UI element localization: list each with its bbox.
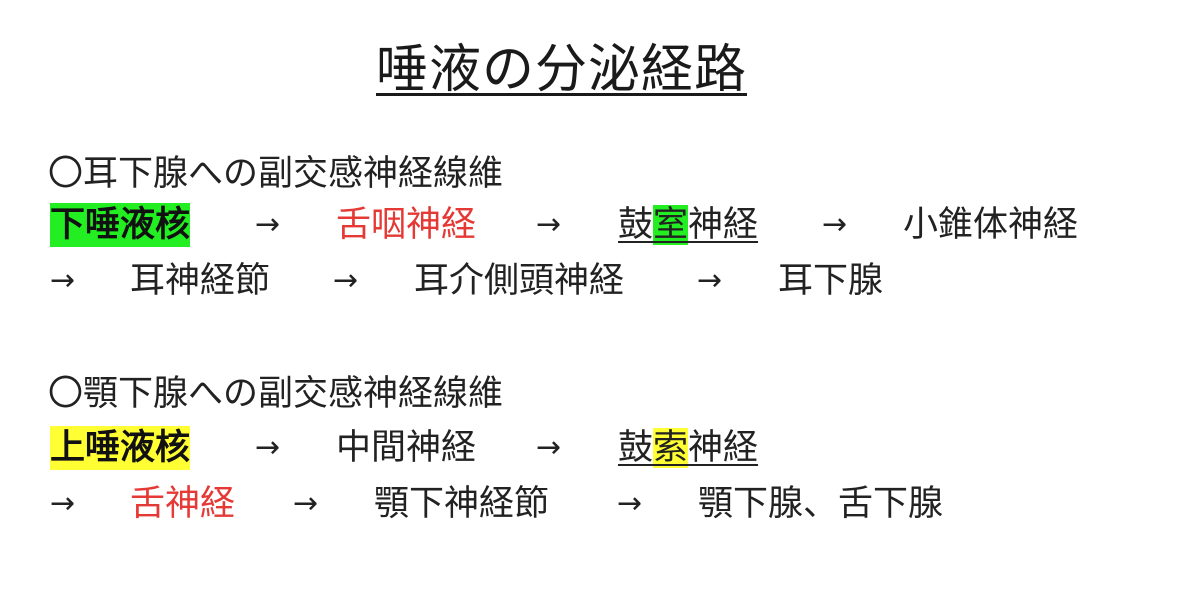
term-part: 鼓 bbox=[618, 428, 654, 468]
pathway-node-lesser-petrosal-nerve: 小錐体神経 bbox=[903, 205, 1079, 245]
arrow-right-icon: → bbox=[293, 486, 319, 521]
pathway-node-glossopharyngeal-nerve: 舌咽神経 bbox=[336, 205, 477, 245]
pathway-node-parotid-gland: 耳下腺 bbox=[778, 261, 884, 301]
pathway-node-superior-salivatory-nucleus: 上唾液核 bbox=[50, 426, 191, 470]
arrow-right-icon: → bbox=[50, 486, 76, 521]
pathway-node-submandibular-ganglion: 顎下神経節 bbox=[374, 484, 550, 524]
arrow-right-icon: → bbox=[333, 263, 359, 298]
arrow-right-icon: → bbox=[536, 430, 562, 465]
arrow-right-icon: → bbox=[822, 207, 848, 242]
term-part: 神経 bbox=[688, 428, 759, 468]
arrow-right-icon: → bbox=[536, 207, 562, 242]
arrow-right-icon: → bbox=[255, 430, 281, 465]
arrow-right-icon: → bbox=[617, 486, 643, 521]
pathway-node-tympanic-nerve: 鼓室神経 bbox=[618, 203, 758, 247]
highlighted-term-part: 室 bbox=[653, 205, 689, 245]
pathway-node-submandibular-sublingual-glands: 顎下腺、舌下腺 bbox=[698, 484, 944, 524]
section-heading: 〇耳下腺への副交感神経線維 bbox=[48, 154, 504, 194]
arrow-right-icon: → bbox=[255, 207, 281, 242]
term-part: 神経 bbox=[688, 205, 759, 245]
arrow-right-icon: → bbox=[697, 263, 723, 298]
pathway-node-otic-ganglion: 耳神経節 bbox=[130, 261, 271, 301]
highlighted-term-part: 索 bbox=[653, 428, 689, 468]
arrow-right-icon: → bbox=[50, 263, 76, 298]
pathway-node-auriculotemporal-nerve: 耳介側頭神経 bbox=[414, 261, 625, 301]
term-part: 鼓 bbox=[618, 205, 654, 245]
page-title: 唾液の分泌経路 bbox=[376, 40, 748, 100]
pathway-node-intermediate-nerve: 中間神経 bbox=[336, 428, 477, 468]
pathway-node-inferior-salivatory-nucleus: 下唾液核 bbox=[50, 203, 191, 247]
pathway-node-chorda-tympani: 鼓索神経 bbox=[618, 426, 758, 470]
pathway-node-lingual-nerve: 舌神経 bbox=[130, 484, 236, 524]
section-heading: 〇顎下腺への副交感神経線維 bbox=[48, 374, 504, 414]
